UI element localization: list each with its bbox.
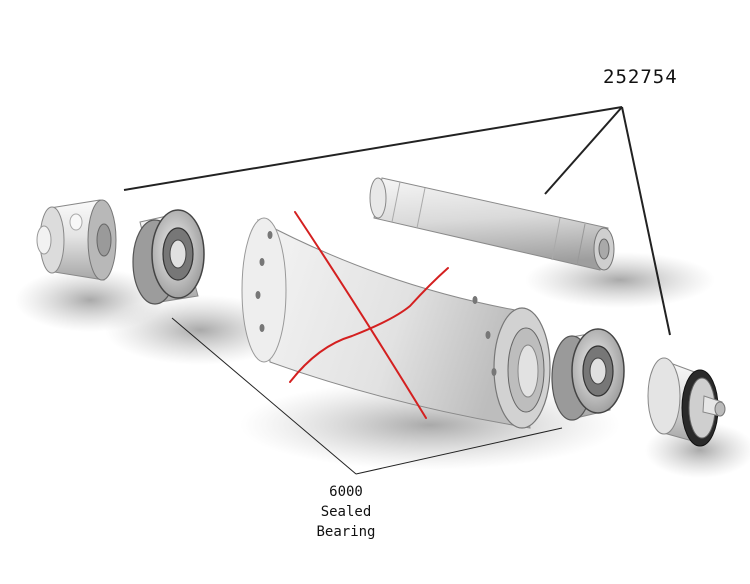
bearing-size-text: 6000 xyxy=(329,484,363,500)
part-number-leaders xyxy=(123,106,671,336)
bearing-callout-label: 6000 Sealed Bearing xyxy=(296,482,396,542)
axle xyxy=(369,177,615,271)
left-bearing xyxy=(132,209,205,305)
right-end-cap xyxy=(647,357,726,447)
bearing-word-text: Bearing xyxy=(316,524,376,540)
right-bearing xyxy=(551,328,625,421)
part-number-label: 252754 xyxy=(603,66,678,88)
left-end-cap xyxy=(36,199,117,281)
bearing-callout-lines xyxy=(171,317,563,475)
red-strike-marks xyxy=(289,211,449,419)
bearing-type-text: Sealed xyxy=(320,504,372,520)
hub-body xyxy=(241,217,551,429)
